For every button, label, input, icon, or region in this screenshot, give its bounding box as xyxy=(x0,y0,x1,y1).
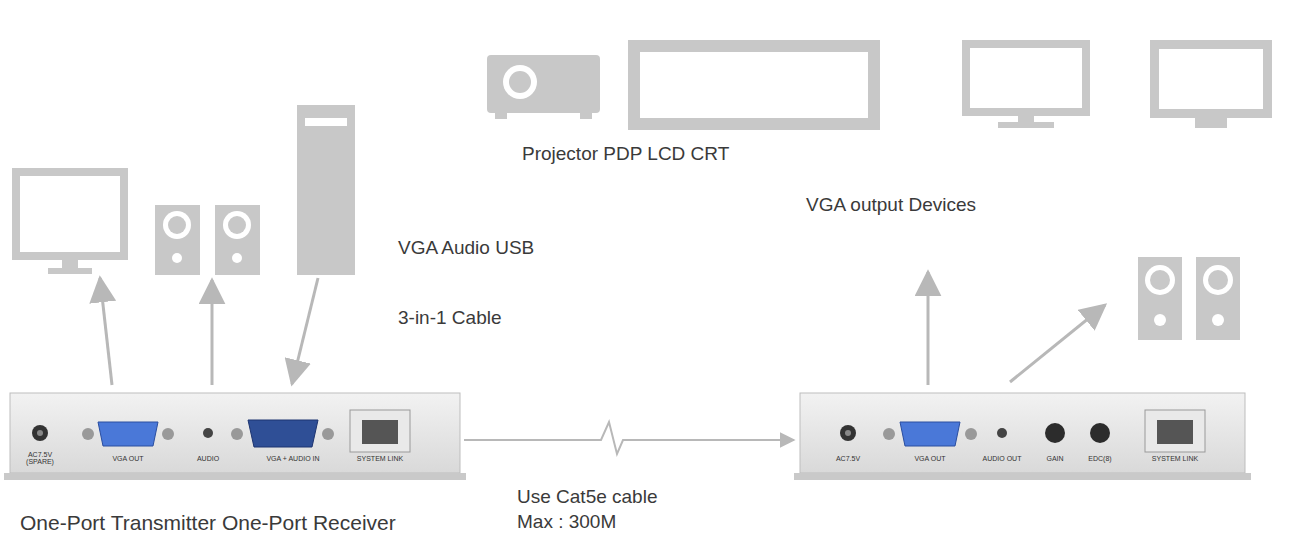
extender-unit: AC7.5V VGA OUT AUDIO OUT GAIN EDC(8) SYSTEM L… xyxy=(800,393,1245,473)
port-label: SYSTEM LINK xyxy=(350,455,410,462)
extender-unit: AC7.5V (SPARE) VGA OUT AUDIO VGA + AUDIO IN… xyxy=(10,393,460,473)
pc-tower-icon xyxy=(297,105,355,275)
port-label: EDC(8) xyxy=(1080,455,1120,462)
cat5e-link xyxy=(464,422,794,454)
port-label: AC7.5V (SPARE) xyxy=(25,451,55,466)
transmitter-body xyxy=(4,393,466,480)
monitor-icon xyxy=(12,168,128,274)
lcd-icon xyxy=(962,40,1090,128)
caption-text: 3-in-1 Cable xyxy=(398,307,502,329)
pdp-icon xyxy=(628,40,880,130)
crt-icon xyxy=(1150,40,1272,128)
port-label: AC7.5V xyxy=(828,455,868,462)
port-label: VGA OUT xyxy=(98,455,158,462)
speaker-icon xyxy=(155,205,260,275)
caption-text: VGA output Devices xyxy=(806,194,976,216)
caption-text: One-Port Transmitter One-Port Receiver xyxy=(20,511,396,535)
caption-text: VGA Audio USB xyxy=(398,237,534,259)
caption-text: Max : 300M xyxy=(517,511,616,533)
speaker-icon xyxy=(1138,257,1240,340)
projector-icon xyxy=(487,55,600,119)
caption-text: Use Cat5e cable xyxy=(517,486,657,508)
caption-text: Projector PDP LCD CRT xyxy=(522,143,729,165)
port-label: VGA OUT xyxy=(900,455,960,462)
port-label: SYSTEM LINK xyxy=(1145,455,1205,462)
port-label: AUDIO OUT xyxy=(980,455,1024,462)
port-label: AUDIO xyxy=(188,455,228,462)
port-label: GAIN xyxy=(1038,455,1072,462)
signal-arrow xyxy=(100,272,1105,385)
port-label: VGA + AUDIO IN xyxy=(253,455,333,462)
receiver-body xyxy=(794,393,1251,480)
